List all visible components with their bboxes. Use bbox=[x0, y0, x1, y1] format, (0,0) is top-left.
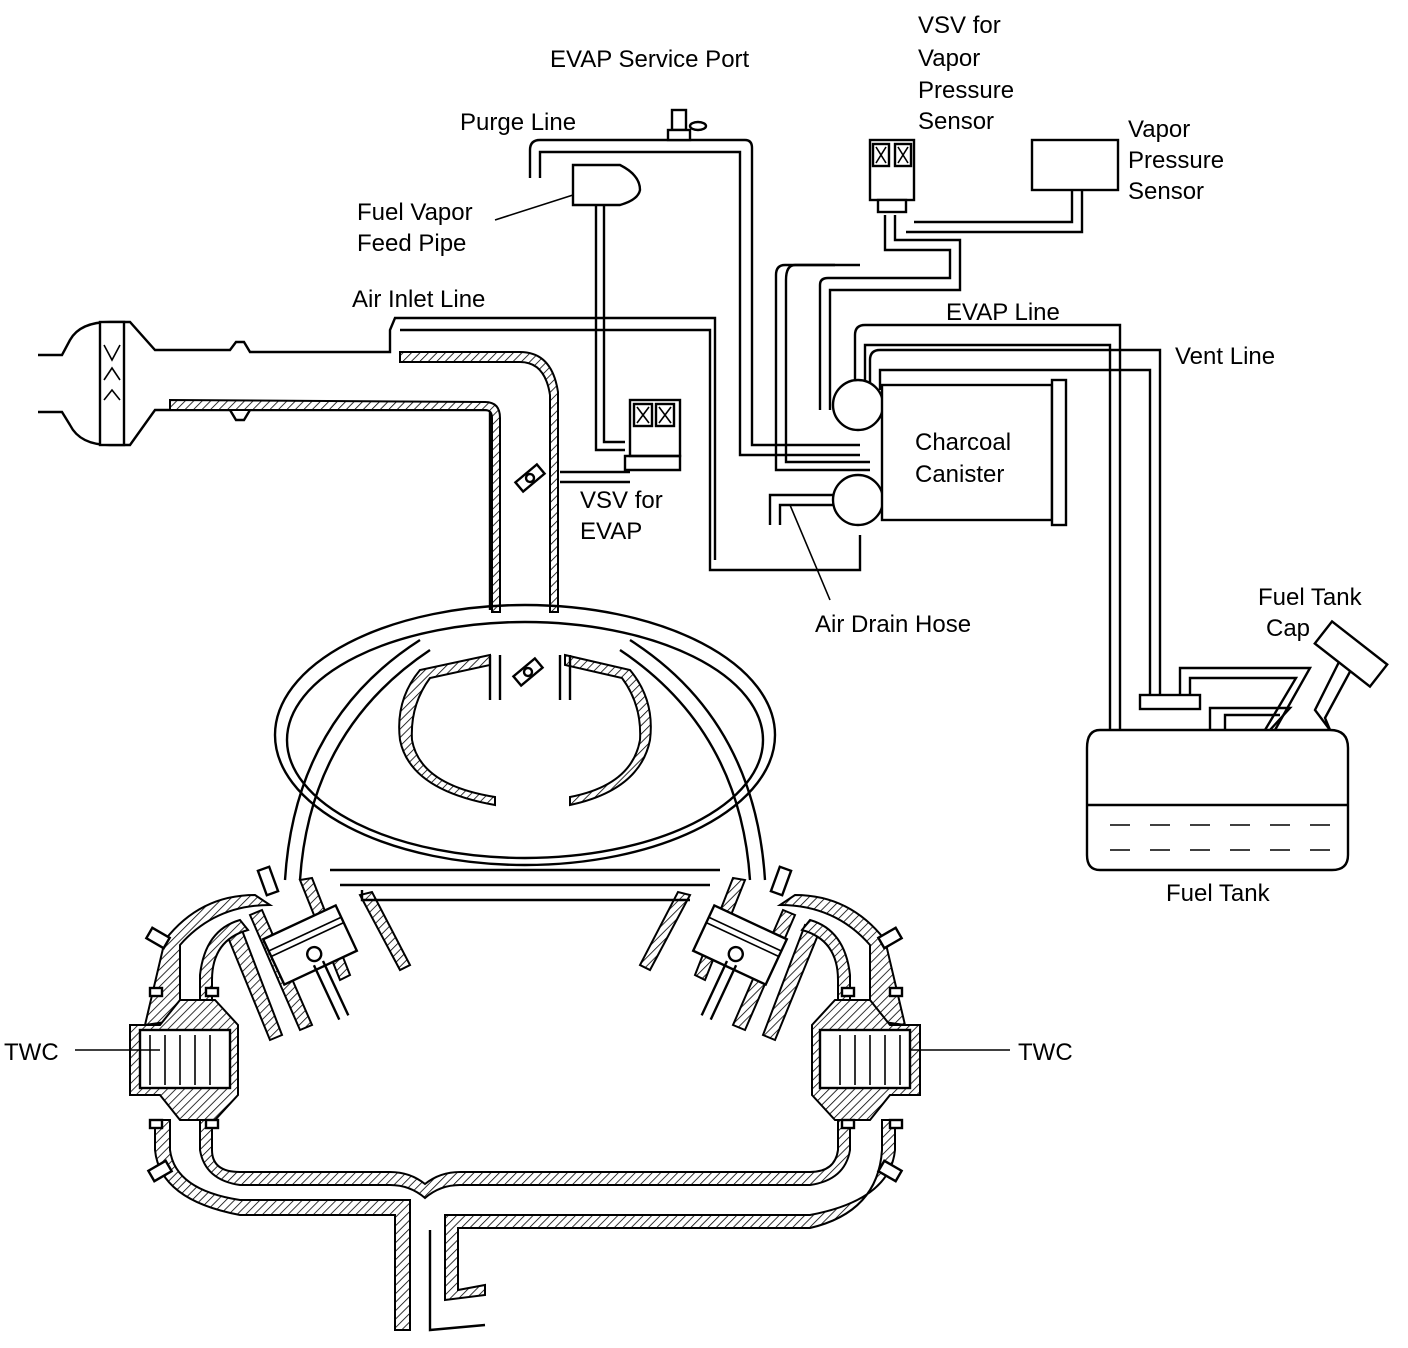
label-purge-line: Purge Line bbox=[460, 109, 576, 136]
label-fuel-vapor-feed-pipe-2: Feed Pipe bbox=[357, 230, 466, 257]
label-fuel-tank-cap-2: Cap bbox=[1266, 615, 1310, 642]
label-charcoal-canister-1: Charcoal bbox=[915, 429, 1011, 456]
label-fuel-vapor-feed-pipe-1: Fuel Vapor bbox=[357, 199, 473, 226]
evap-plumbing bbox=[528, 108, 1162, 740]
label-evap-service-port: EVAP Service Port bbox=[550, 46, 750, 73]
fuel-tank bbox=[1085, 619, 1389, 872]
leader-lines bbox=[75, 194, 1010, 1051]
charcoal-canister bbox=[880, 378, 1068, 527]
label-charcoal-canister-2: Canister bbox=[915, 461, 1004, 488]
exhaust-system bbox=[129, 893, 921, 1332]
label-vent-line: Vent Line bbox=[1175, 343, 1275, 370]
label-evap-line: EVAP Line bbox=[946, 299, 1060, 326]
labels: EVAP Service Port Purge Line VSV for Vap… bbox=[4, 12, 1363, 1066]
label-vsv-vapor-sensor-4: Sensor bbox=[918, 108, 994, 135]
label-vapor-pressure-sensor-1: Vapor bbox=[1128, 116, 1190, 143]
label-vapor-pressure-sensor-2: Pressure bbox=[1128, 147, 1224, 174]
label-twc-right: TWC bbox=[1018, 1039, 1073, 1066]
label-vsv-for-evap-2: EVAP bbox=[580, 518, 642, 545]
label-air-drain-hose: Air Drain Hose bbox=[815, 611, 971, 638]
label-vsv-for-evap-1: VSV for bbox=[580, 487, 663, 514]
label-vsv-vapor-sensor-1: VSV for bbox=[918, 12, 1001, 39]
label-air-inlet-line: Air Inlet Line bbox=[352, 286, 485, 313]
engine-block bbox=[223, 638, 822, 1042]
label-fuel-tank: Fuel Tank bbox=[1166, 880, 1271, 907]
label-vsv-vapor-sensor-2: Vapor bbox=[918, 45, 980, 72]
label-twc-left: TWC bbox=[4, 1039, 59, 1066]
label-fuel-tank-cap-1: Fuel Tank bbox=[1258, 584, 1363, 611]
label-vsv-vapor-sensor-3: Pressure bbox=[918, 77, 1014, 104]
air-intake-duct bbox=[38, 316, 862, 613]
intake-plenum bbox=[273, 603, 777, 867]
label-vapor-pressure-sensor-3: Sensor bbox=[1128, 178, 1204, 205]
